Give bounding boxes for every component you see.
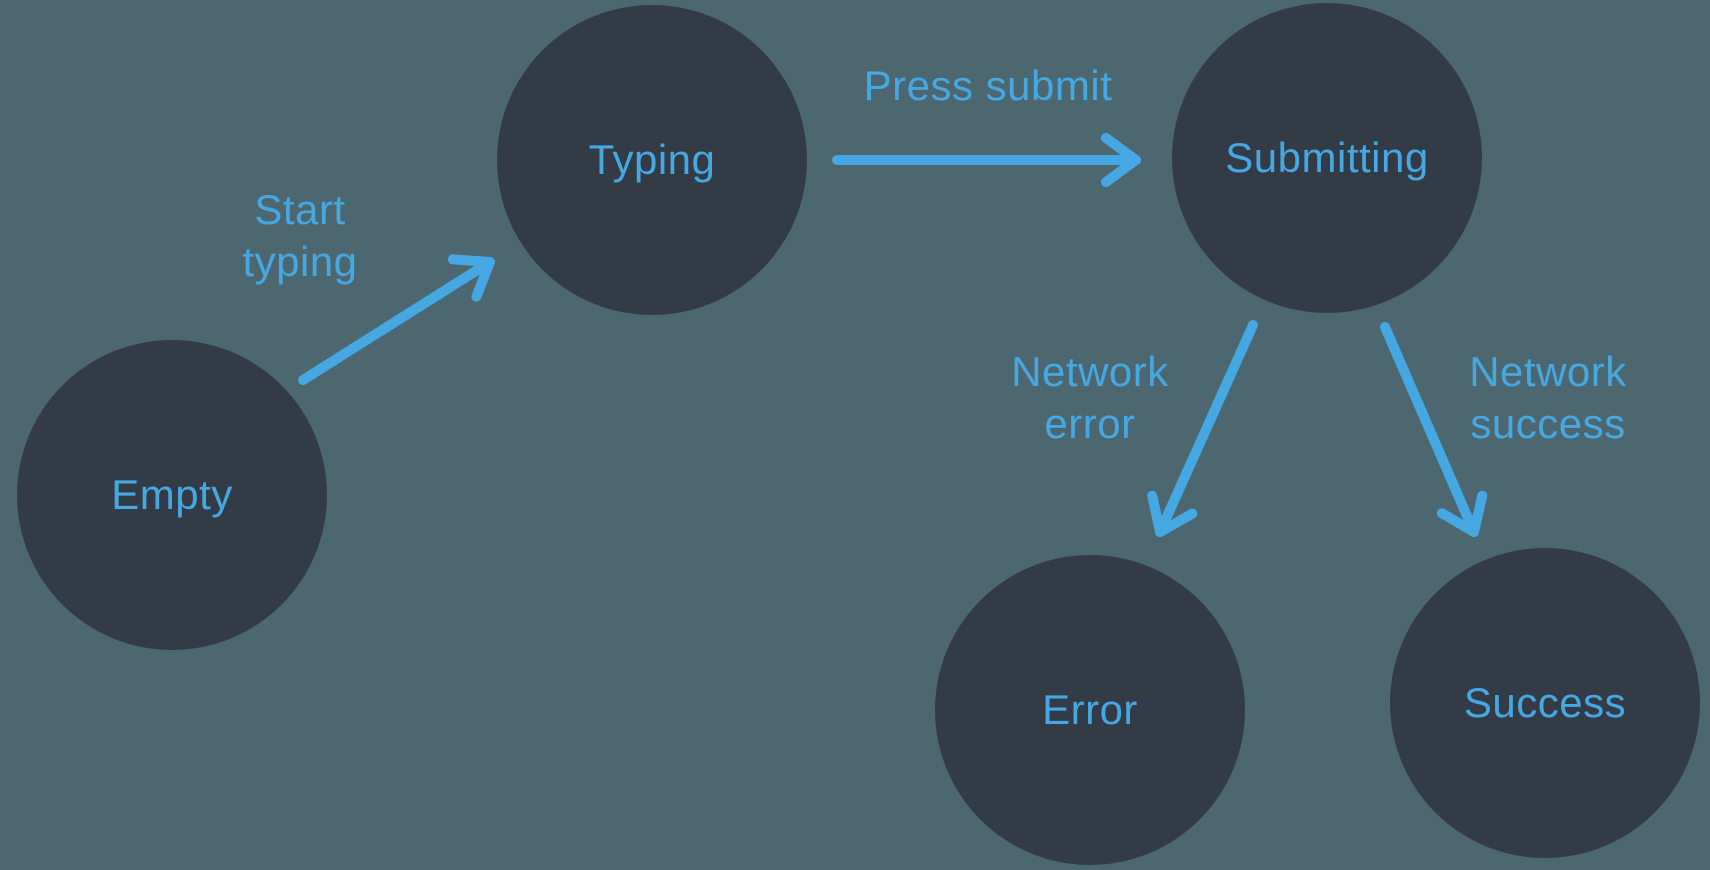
state-node-submitting: Submitting: [1172, 3, 1482, 313]
edge-arrow-empty-typing: [298, 254, 495, 385]
state-node-label: Success: [1463, 678, 1627, 726]
state-node-label: Empty: [111, 470, 233, 518]
edge-label-network-success: Network success: [1469, 348, 1627, 447]
edge-label-start-typing: Start typing: [242, 186, 358, 285]
state-node-label: Error: [1042, 685, 1138, 733]
state-node-empty: Empty: [17, 340, 327, 650]
state-node-success: Success: [1390, 548, 1700, 858]
edge-label-network-error: Network error: [1011, 348, 1169, 447]
state-node-label: Submitting: [1225, 133, 1429, 181]
state-node-label: Typing: [588, 135, 716, 183]
edge-arrow-submitting-error: [1147, 320, 1258, 537]
edge-arrow-submitting-success: [1380, 322, 1488, 537]
state-node-error: Error: [935, 555, 1245, 865]
state-node-typing: Typing: [497, 5, 807, 315]
edge-label-press-submit: Press submit: [863, 62, 1113, 109]
